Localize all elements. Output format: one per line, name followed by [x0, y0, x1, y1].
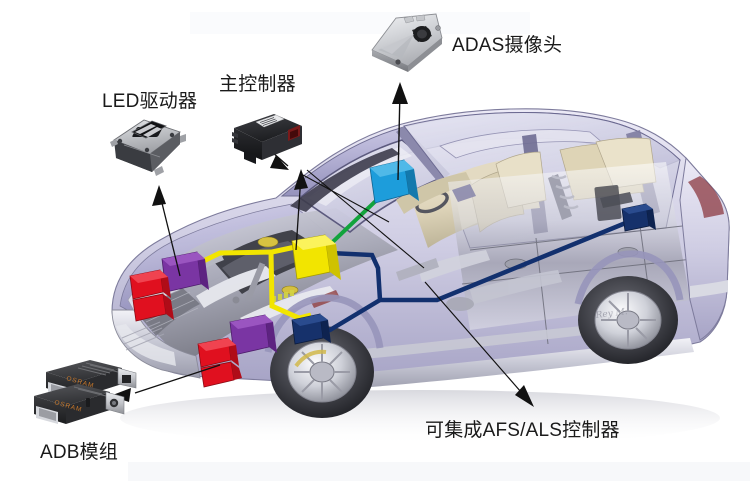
callout-main-controller-b [302, 174, 390, 223]
callout-led-driver [152, 185, 181, 277]
label-adas-camera-latin: ADAS [452, 35, 505, 56]
marker-afs-rear [621, 203, 656, 232]
label-afs-als-suffix: 控制器 [562, 419, 620, 441]
label-led-driver-latin: LED [102, 91, 140, 112]
label-led-driver: LED驱动器 [102, 86, 197, 113]
label-led-driver-cjk: 驱动器 [139, 90, 198, 112]
label-afs-als-controller: 可集成AFS/ALS控制器 [425, 415, 620, 442]
main-controller-device [232, 114, 302, 164]
svg-text:Rey M.: Rey M. [594, 307, 628, 321]
label-afs-als-latin: AFS/ALS [482, 420, 563, 441]
adb-unit-lower: OSRAM [34, 384, 125, 424]
adb-module-device: OSRAM OSRAM [34, 360, 137, 424]
label-adas-camera-cjk: 摄像头 [504, 34, 563, 56]
label-adb-module-cjk: 模组 [79, 441, 119, 463]
marker-adas-camera [369, 159, 419, 204]
label-afs-als-prefix: 可集成 [425, 419, 483, 441]
marker-adb-left [129, 269, 174, 322]
label-main-controller: 主控制器 [219, 69, 296, 96]
label-adb-module-latin: ADB [40, 442, 80, 463]
bottom-background-band [128, 462, 750, 481]
front-wheel [270, 326, 374, 418]
top-background-band [190, 12, 530, 34]
callout-adb-module [110, 364, 221, 402]
callout-main-controller-c [306, 169, 425, 269]
led-driver-device [110, 119, 186, 176]
marker-led-driver-rear [229, 314, 277, 356]
label-adb-module: ADB模组 [40, 437, 118, 464]
rear-wheel [578, 276, 678, 364]
label-adas-camera: ADAS摄像头 [452, 30, 562, 57]
adas-camera-device [371, 13, 443, 72]
adb-unit-upper: OSRAM [46, 360, 137, 398]
label-main-controller-cjk: 主控制器 [219, 73, 296, 95]
callout-afs-als [424, 281, 534, 407]
callout-main-controller-a [294, 169, 308, 251]
callout-adas-camera [392, 82, 408, 181]
marker-led-driver-front [161, 251, 209, 293]
marker-afs-front [291, 313, 331, 345]
marker-main-controller [291, 234, 341, 280]
